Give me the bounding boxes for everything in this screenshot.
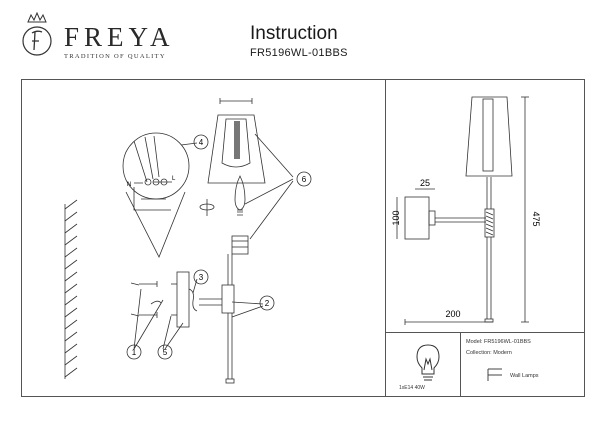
spec-model-label: Model: (466, 339, 483, 345)
wiring-detail (122, 132, 190, 200)
spec-model: Model: FR5196WL-01BBS (466, 339, 531, 345)
callout-3: 3 (199, 273, 204, 282)
callout-2: 2 (265, 299, 270, 308)
wall-hatching (64, 199, 78, 379)
callout-5: 5 (163, 348, 168, 357)
bulb-icon (416, 344, 440, 381)
dim-width: 200 (445, 309, 460, 319)
freya-logo (22, 12, 52, 56)
bulb-spec: 1xE14 40W (399, 385, 425, 391)
spec-collection-label: Collection: (466, 350, 492, 356)
brand-tagline: TRADITION OF QUALITY (64, 53, 166, 60)
callout-4: 4 (199, 138, 204, 147)
spec-column-divider (460, 332, 461, 397)
frame-divider (385, 79, 386, 397)
body-knurl (484, 208, 495, 238)
callout-6: 6 (302, 175, 307, 184)
shade-inner-accent (234, 121, 240, 159)
dim-height: 475 (531, 211, 541, 226)
brand-name: FREYA (64, 22, 175, 52)
spec-divider (385, 332, 585, 333)
dim-base-height: 100 (391, 210, 401, 225)
dimension-drawing: 475 200 100 25 (391, 96, 541, 325)
wall-lamp-icon (487, 368, 502, 381)
callout-1: 1 (132, 348, 137, 357)
wire-label-line: L (172, 176, 176, 182)
wall-base (404, 196, 430, 240)
spec-collection-value: Modern (493, 350, 512, 356)
spec-type: Wall Lamps (510, 373, 539, 379)
spec-model-value: FR5196WL-01BBS (484, 339, 531, 345)
spec-collection: Collection: Modern (466, 350, 512, 356)
model-number: FR5196WL-01BBS (250, 47, 348, 59)
assembly-diagram: 1 2 3 4 5 6 L N (64, 98, 312, 384)
diagram-frame (21, 79, 585, 397)
page-title: Instruction (250, 23, 338, 44)
wire-label-neutral: N (127, 182, 131, 188)
dim-base-depth: 25 (420, 178, 430, 188)
